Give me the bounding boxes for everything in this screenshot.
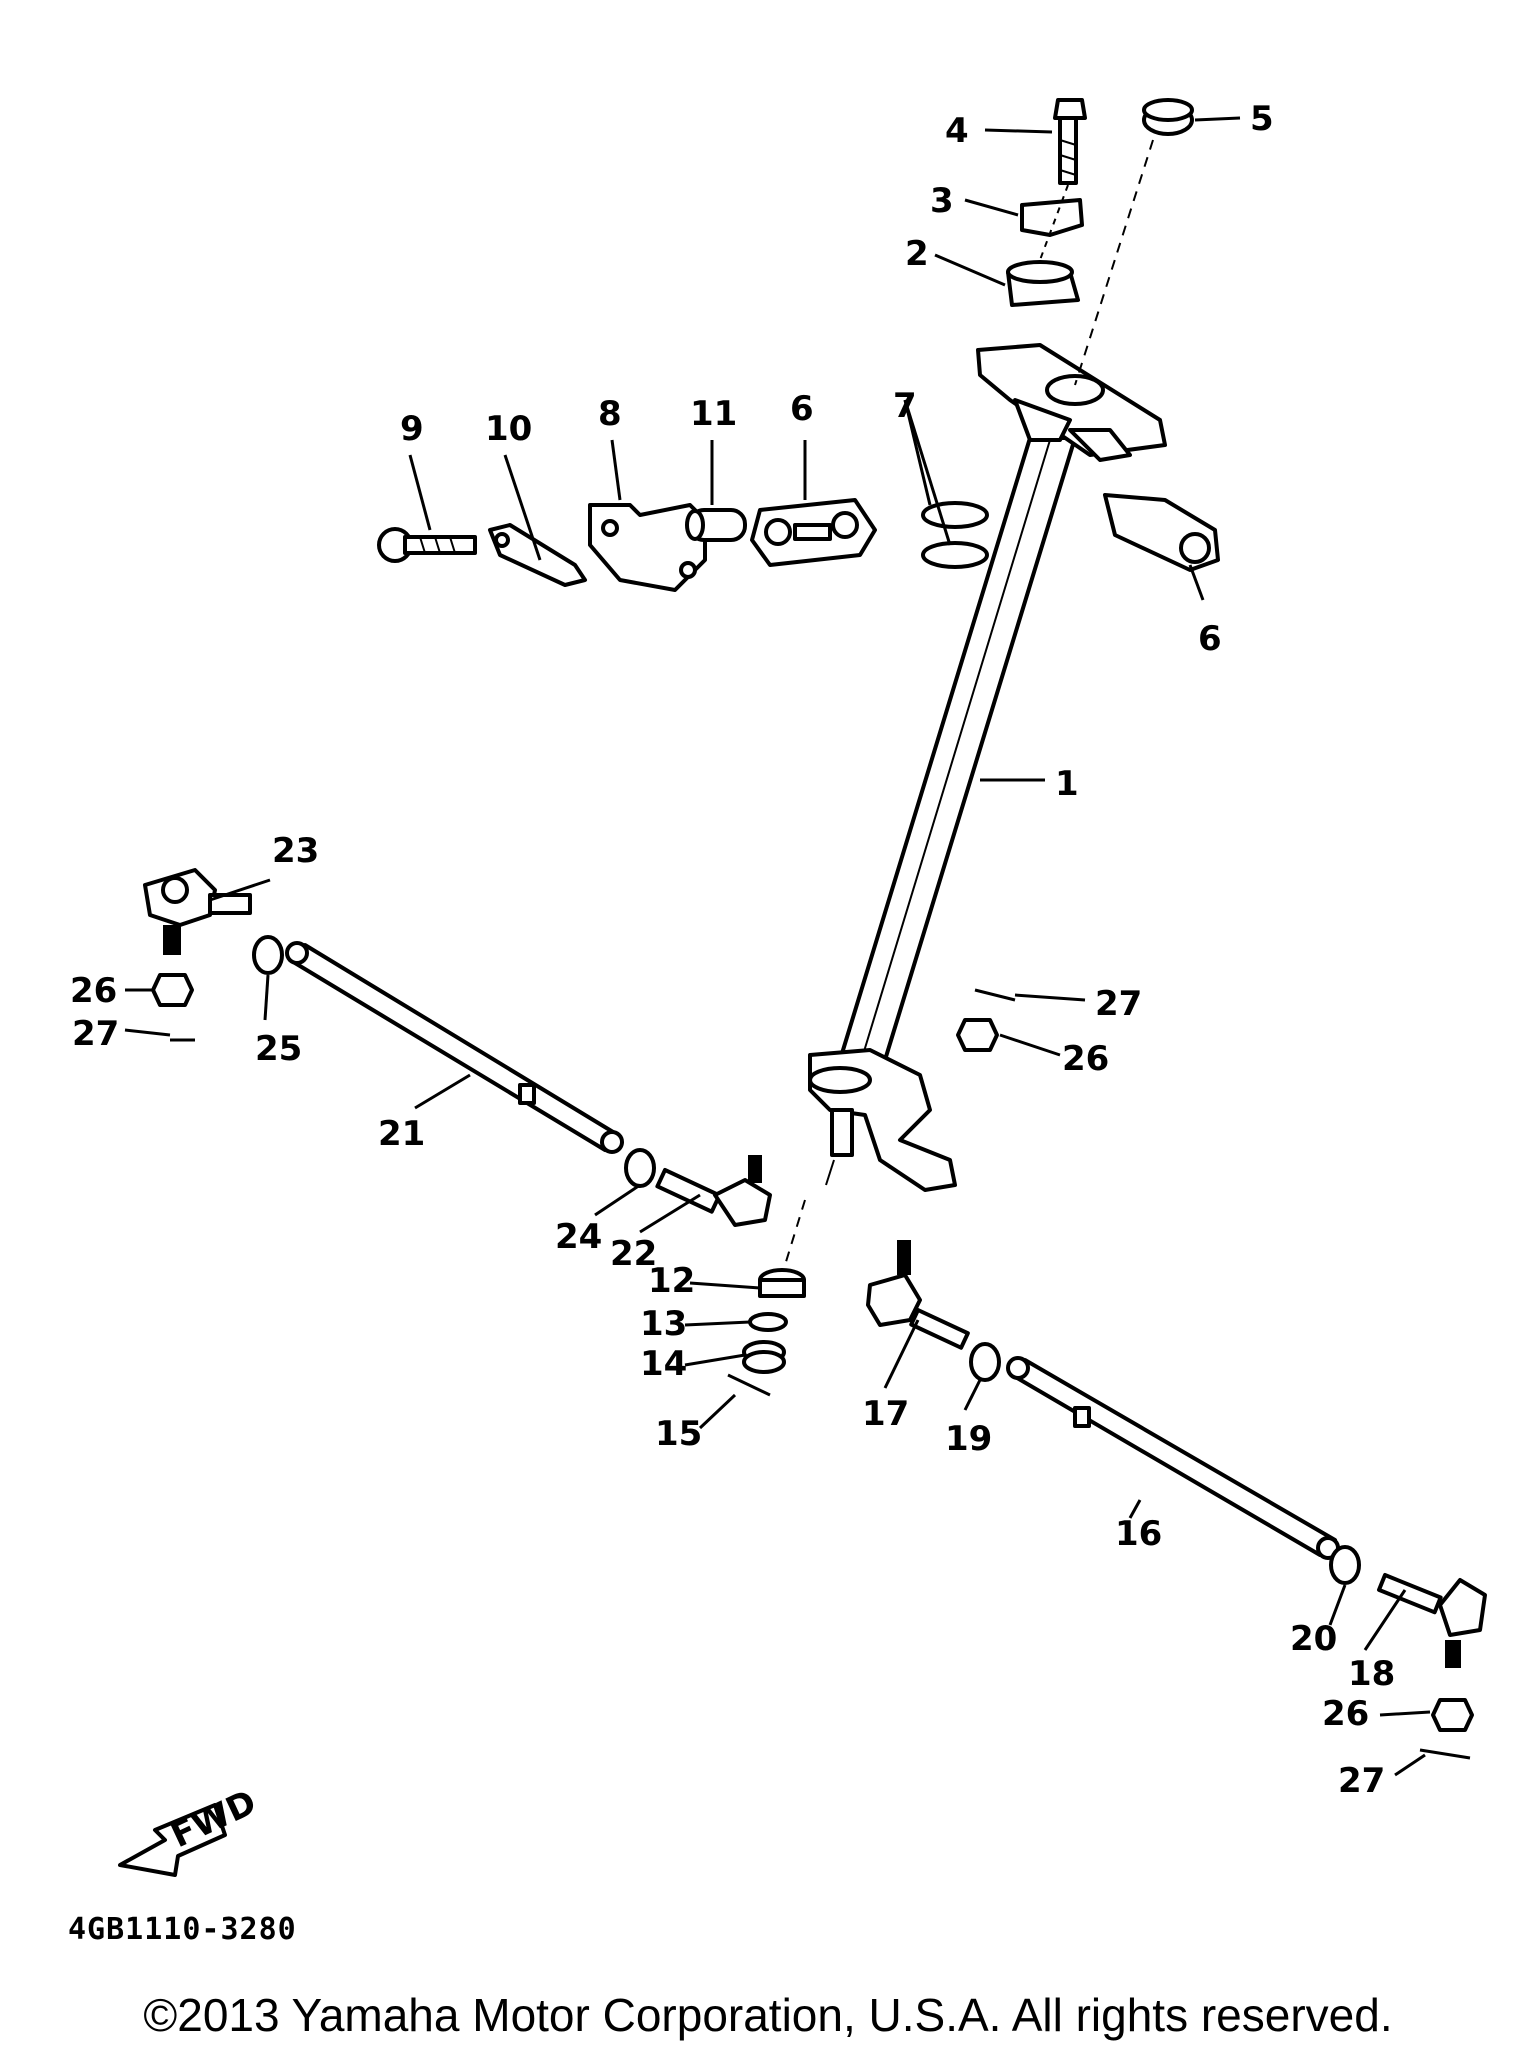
callout-4: 4 bbox=[945, 111, 969, 151]
callout-16: 16 bbox=[1115, 1514, 1162, 1554]
callout-15: 15 bbox=[655, 1414, 702, 1454]
callout-24: 24 bbox=[555, 1217, 602, 1257]
callout-26c: 26 bbox=[1322, 1694, 1369, 1734]
callout-27c: 27 bbox=[1338, 1761, 1385, 1801]
callout-25: 25 bbox=[255, 1029, 302, 1069]
callout-26b: 26 bbox=[1062, 1039, 1109, 1079]
cap bbox=[1142, 98, 1194, 136]
callout-10: 10 bbox=[485, 409, 532, 449]
tie-rod-end-left bbox=[143, 868, 252, 955]
bushings bbox=[921, 501, 989, 569]
callout-1: 1 bbox=[1055, 764, 1079, 804]
callout-5: 5 bbox=[1250, 99, 1274, 139]
callout-21: 21 bbox=[378, 1114, 425, 1154]
callout-2: 2 bbox=[905, 234, 929, 274]
nut-20 bbox=[1329, 1545, 1361, 1585]
callout-19: 19 bbox=[945, 1419, 992, 1459]
nut-26-left bbox=[151, 973, 194, 1007]
leader-lines bbox=[124, 116, 1431, 1777]
callout-6a: 6 bbox=[790, 389, 814, 429]
callout-13: 13 bbox=[640, 1304, 687, 1344]
nut-26-arm bbox=[956, 1018, 999, 1052]
callout-7: 7 bbox=[893, 386, 917, 426]
nut-24 bbox=[624, 1148, 656, 1188]
tie-rod-end-18 bbox=[1377, 1573, 1487, 1668]
callout-3: 3 bbox=[930, 181, 954, 221]
callout-18: 18 bbox=[1348, 1654, 1395, 1694]
callout-27a: 27 bbox=[72, 1014, 119, 1054]
callout-6b: 6 bbox=[1198, 619, 1222, 659]
fwd-label: FWD bbox=[165, 1782, 263, 1856]
callout-12: 12 bbox=[648, 1261, 695, 1301]
nut-25 bbox=[252, 935, 284, 975]
callout-14: 14 bbox=[640, 1344, 687, 1384]
callout-9: 9 bbox=[400, 409, 424, 449]
nut-14 bbox=[742, 1340, 786, 1374]
callout-22: 22 bbox=[610, 1234, 657, 1274]
collar-left bbox=[750, 498, 877, 567]
nut-26-right bbox=[1431, 1698, 1474, 1732]
callout-11: 11 bbox=[690, 394, 737, 434]
pin bbox=[685, 508, 747, 542]
callouts: 1 2 3 4 5 6 6 7 8 9 10 11 12 13 14 15 16… bbox=[70, 99, 1395, 1801]
callout-23: 23 bbox=[272, 831, 319, 871]
upper-bracket bbox=[976, 343, 1167, 462]
collar-right bbox=[1103, 493, 1220, 572]
nut-19 bbox=[969, 1342, 1001, 1382]
lower-bushing bbox=[758, 1268, 806, 1298]
tie-rod-end-22 bbox=[655, 1155, 772, 1227]
cotter-pin-27-right bbox=[1419, 1748, 1471, 1760]
holder-bolt bbox=[1053, 98, 1087, 185]
plate-bolt bbox=[377, 527, 477, 563]
washer-13 bbox=[748, 1312, 788, 1332]
pitman-arm bbox=[808, 1048, 957, 1192]
diagram-code: 4GB1110-3280 bbox=[68, 1912, 297, 1947]
fwd-arrow-icon bbox=[118, 1803, 227, 1877]
cotter-pin-27-arm bbox=[974, 988, 1016, 1002]
callout-27b: 27 bbox=[1095, 984, 1142, 1024]
handlebar-holder-lower bbox=[1006, 260, 1080, 307]
callout-26a: 26 bbox=[70, 971, 117, 1011]
handlebar-holder-upper bbox=[1020, 198, 1084, 237]
callout-8: 8 bbox=[598, 394, 622, 434]
callout-20: 20 bbox=[1290, 1619, 1337, 1659]
callout-17: 17 bbox=[862, 1394, 909, 1434]
tie-rod-end-17 bbox=[866, 1240, 970, 1350]
tie-rod-right bbox=[1006, 1356, 1340, 1560]
cotter-pin-15 bbox=[727, 1373, 771, 1397]
copyright-notice: ©2013 Yamaha Motor Corporation, U.S.A. A… bbox=[143, 1989, 1393, 2041]
tie-rod-left bbox=[285, 941, 624, 1154]
